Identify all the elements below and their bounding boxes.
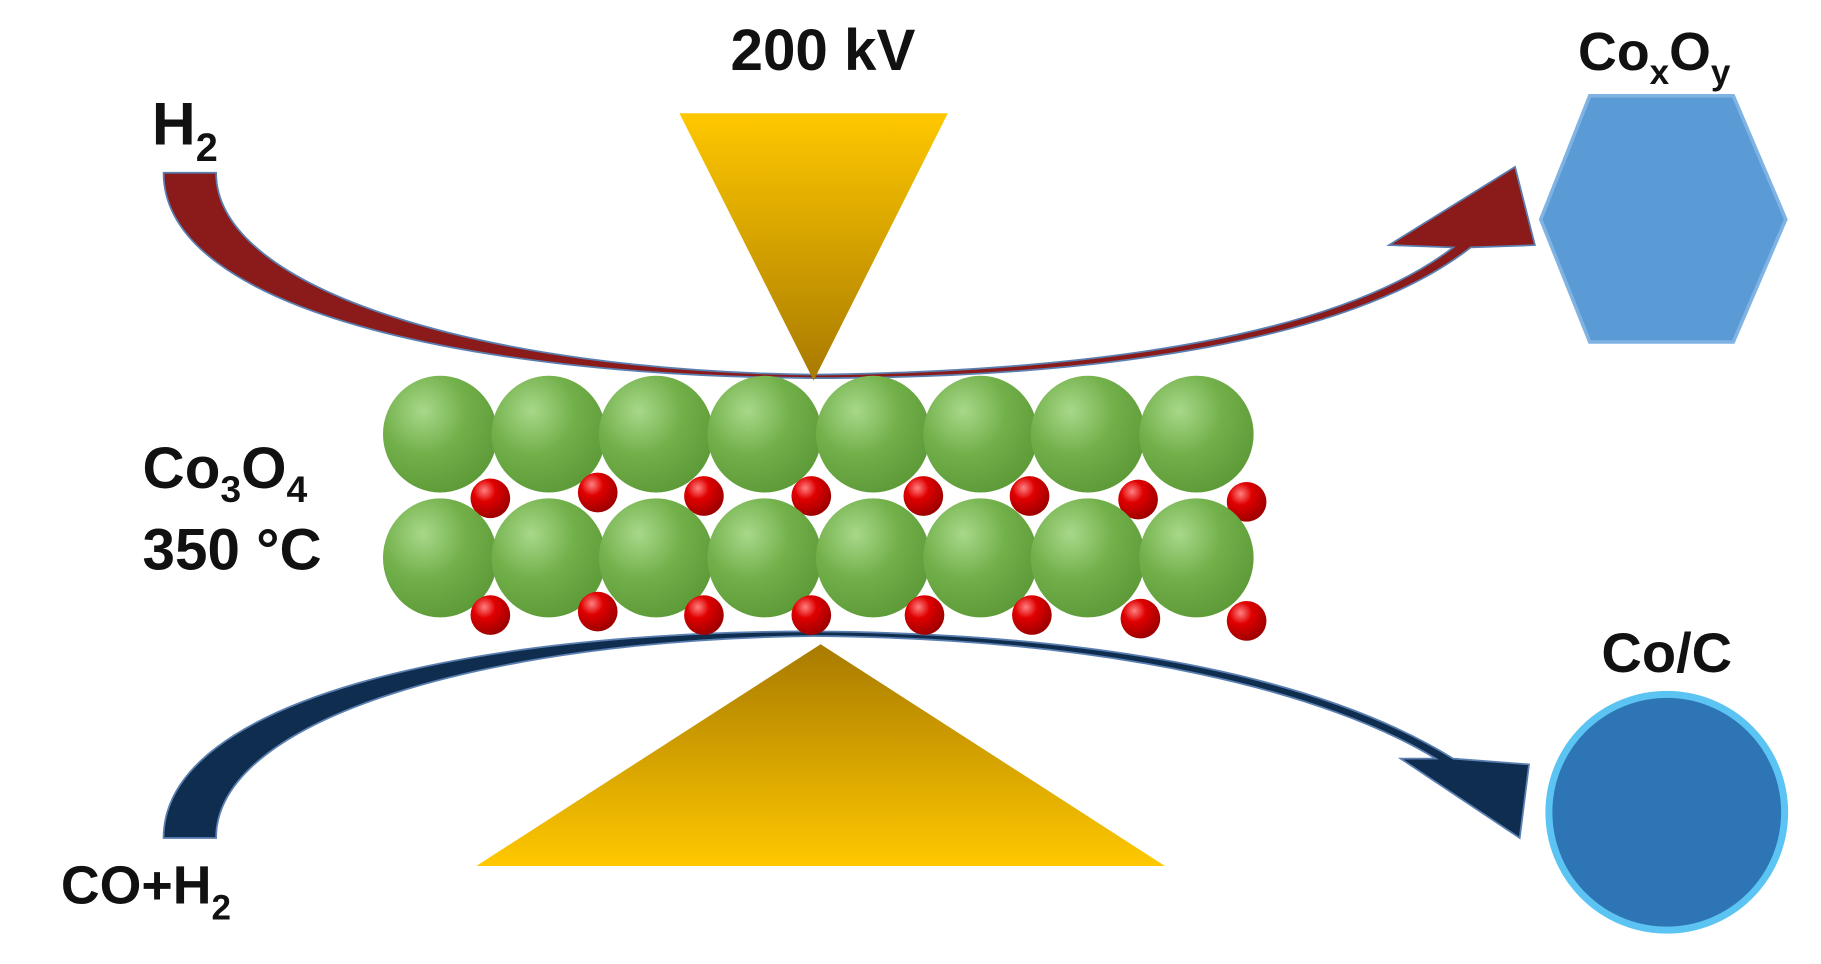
cobalt-atom [598, 375, 714, 493]
cobalt-atom [491, 498, 606, 618]
h2-flow-arrow [162, 165, 1536, 380]
oxygen-atom [1009, 476, 1050, 516]
coxoy-label: CoxOy [1578, 22, 1731, 92]
oxygen-atom [577, 591, 618, 632]
oxygen-atom [470, 478, 511, 519]
cobalt-atom [598, 498, 714, 618]
oxygen-atom [1120, 598, 1161, 639]
cobalt-atom [1139, 375, 1254, 493]
oxygen-atom [1012, 595, 1052, 635]
cobalt-atom-row-top [382, 375, 1254, 493]
upper-beam-cone [679, 113, 948, 381]
oxygen-atom [791, 595, 832, 635]
cobalt-atom [815, 498, 931, 618]
co3o4-label: Co3O4 [143, 436, 308, 510]
oxygen-atom-row-bottom [470, 591, 1267, 641]
oxygen-atom [684, 476, 724, 516]
cobalt-atom [382, 375, 498, 493]
oxygen-atom [577, 472, 618, 513]
lower-beam-cone [476, 644, 1165, 866]
temperature-label: 350 °C [143, 518, 322, 583]
oxygen-atom [791, 476, 832, 516]
cobalt-atom [923, 375, 1038, 493]
oxygen-atom [684, 595, 724, 635]
oxygen-atom [470, 595, 511, 635]
cobalt-atom [815, 375, 931, 493]
cobalt-atom [382, 498, 498, 618]
oxygen-atom [1118, 479, 1158, 520]
oxygen-atom [1226, 601, 1267, 641]
cobalt-atom [1030, 498, 1146, 618]
oxygen-atom [904, 595, 945, 635]
co-h2-label: CO+H2 [61, 855, 231, 927]
voltage-label: 200 kV [731, 18, 916, 83]
cobalt-atom [707, 375, 822, 493]
co-h2-flow-arrow [162, 630, 1531, 840]
cobalt-atom-row-bottom [382, 498, 1254, 618]
cobalt-atom [491, 375, 606, 493]
oxygen-atom [1226, 482, 1267, 522]
h2-label: H2 [152, 90, 218, 170]
cobalt-atom [707, 498, 822, 618]
oxygen-atom [903, 476, 944, 516]
cobalt-atom [1030, 375, 1146, 493]
coc-label: Co/C [1601, 621, 1732, 684]
oxygen-atom-row-top [470, 472, 1267, 522]
cobalt-atom [923, 498, 1038, 618]
cobalt-atom [1139, 498, 1254, 618]
coxoy-hexagon [1538, 93, 1788, 344]
coc-circle [1545, 690, 1789, 934]
